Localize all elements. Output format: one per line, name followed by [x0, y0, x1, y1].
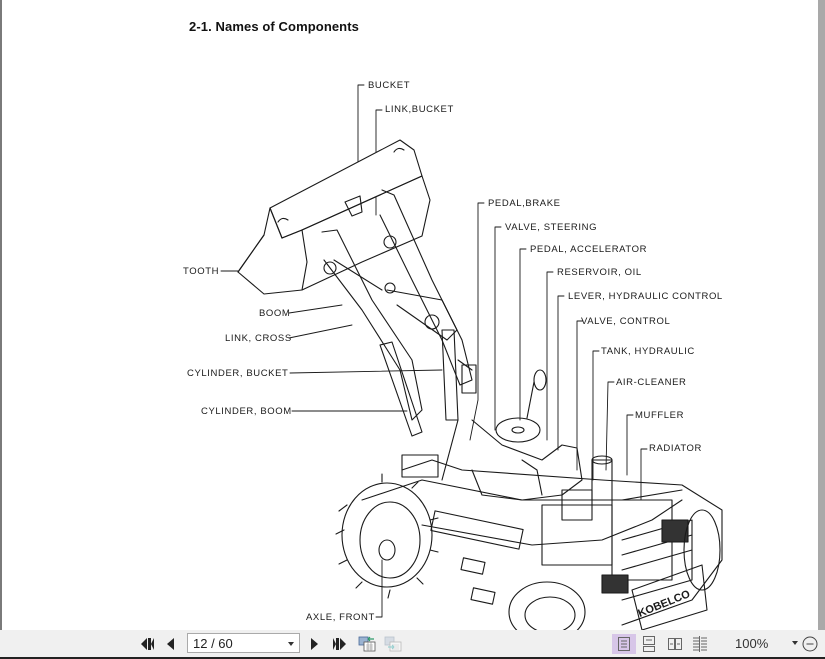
continuous-facing-icon [693, 636, 707, 652]
label-link-bucket: LINK,BUCKET [385, 104, 454, 115]
page-number-select[interactable]: 12 / 60 [187, 633, 300, 653]
front-wheel-drawing [335, 473, 721, 630]
label-valve-control: VALVE, CONTROL [581, 316, 671, 327]
label-link-cross: LINK, CROSS [225, 333, 292, 344]
label-air-cleaner: AIR-CLEANER [616, 377, 687, 388]
label-cylinder-bucket: CYLINDER, BUCKET [187, 368, 289, 379]
brand-plate: KOBELCO [636, 588, 692, 620]
continuous-facing-view-button[interactable] [689, 634, 711, 654]
operator-station-drawing [441, 369, 583, 501]
label-cylinder-boom: CYLINDER, BOOM [201, 406, 292, 417]
next-view-icon [384, 636, 402, 652]
document-viewport: KOBELCO 2-1. Names of Components BUCKET … [0, 0, 825, 630]
last-page-icon [333, 638, 346, 650]
label-tooth: TOOTH [183, 266, 220, 277]
first-page-icon [141, 638, 154, 650]
loader-illustration: KOBELCO [220, 84, 723, 630]
single-page-view-button[interactable] [612, 634, 636, 654]
previous-view-button[interactable] [356, 634, 378, 654]
navigation-toolbar: 12 / 60 100% [0, 630, 825, 659]
page-title: 2-1. Names of Components [189, 19, 359, 34]
chevron-down-icon [288, 642, 294, 646]
single-page-icon [618, 637, 630, 651]
label-reservoir-oil: RESERVOIR, OIL [557, 267, 642, 278]
cylinder-drawing [379, 329, 477, 437]
facing-view-button[interactable] [664, 634, 686, 654]
first-page-button[interactable] [138, 634, 158, 654]
zoom-level[interactable]: 100% [735, 636, 769, 651]
label-bucket: BUCKET [368, 80, 411, 91]
last-page-button[interactable] [329, 634, 349, 654]
zoom-dropdown-icon[interactable] [792, 641, 798, 645]
chassis-drawing [361, 454, 723, 630]
label-boom: BOOM [259, 308, 291, 319]
label-pedal-accelerator: PEDAL, ACCELERATOR [530, 244, 648, 255]
label-pedal-brake: PEDAL,BRAKE [488, 198, 561, 209]
vertical-scrollbar[interactable] [818, 0, 825, 630]
previous-view-icon [358, 636, 376, 652]
page-indicator: 12 / 60 [193, 635, 233, 651]
previous-page-icon [167, 638, 174, 650]
previous-page-button[interactable] [162, 634, 180, 654]
next-view-button[interactable] [382, 634, 404, 654]
label-axle-front: AXLE, FRONT [306, 612, 375, 623]
label-lever-hydraulic-control: LEVER, HYDRAULIC CONTROL [568, 291, 723, 302]
label-radiator: RADIATOR [649, 443, 703, 454]
zoom-out-icon [802, 636, 818, 652]
bucket-drawing [237, 139, 431, 295]
boom-drawing [321, 189, 473, 421]
next-page-button[interactable] [306, 634, 322, 654]
leader-lines [220, 84, 648, 618]
zoom-out-button[interactable] [800, 634, 820, 654]
facing-pages-icon [668, 638, 682, 650]
label-valve-steering: VALVE, STEERING [505, 222, 598, 233]
continuous-page-icon [643, 636, 655, 652]
label-tank-hydraulic: TANK, HYDRAULIC [601, 346, 695, 357]
continuous-view-button[interactable] [638, 634, 660, 654]
viewport-border [0, 0, 2, 630]
next-page-icon [311, 638, 318, 650]
label-muffler: MUFFLER [635, 410, 685, 421]
pdf-page: KOBELCO 2-1. Names of Components BUCKET … [2, 0, 818, 630]
